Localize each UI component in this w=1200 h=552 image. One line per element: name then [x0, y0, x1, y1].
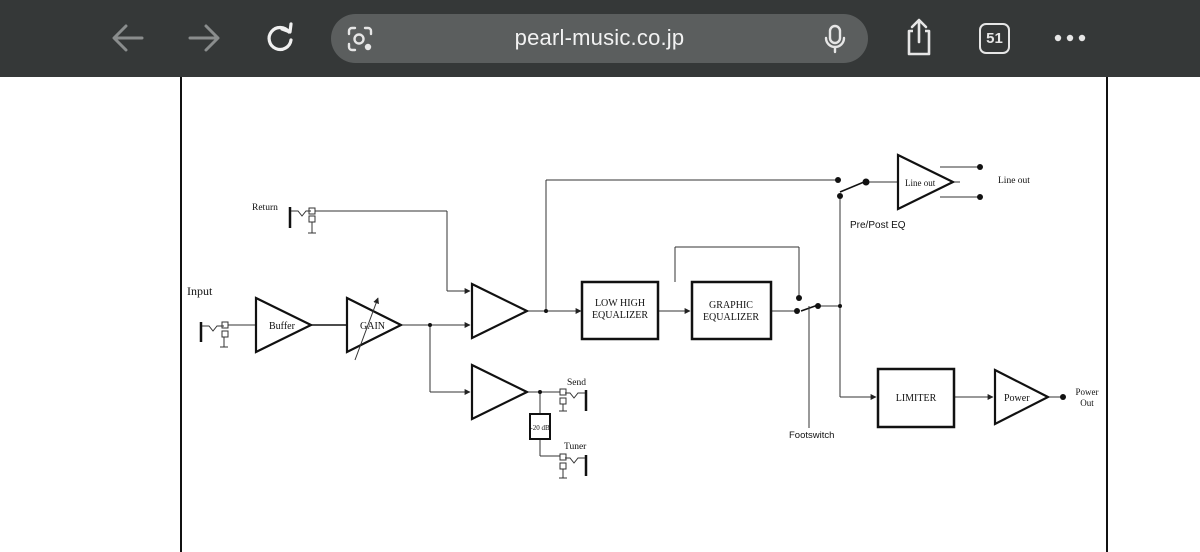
browser-toolbar: pearl-music.co.jp 51 [0, 0, 1200, 77]
gain-amp: GAIN [345, 296, 404, 361]
footswitch-label: Footswitch [789, 430, 834, 441]
buffer-amp: Buffer [254, 296, 314, 354]
limiter-block: LIMITER [876, 367, 956, 429]
reload-button[interactable] [260, 18, 300, 58]
svg-text:EQUALIZER: EQUALIZER [592, 310, 648, 321]
more-button[interactable] [1050, 18, 1090, 58]
send-label: Send [567, 378, 586, 388]
forward-arrow-icon [188, 24, 220, 52]
microphone-icon[interactable] [823, 24, 847, 54]
svg-text:Buffer: Buffer [269, 321, 296, 332]
line-out-terminal-1 [977, 164, 983, 170]
svg-text:Power: Power [1004, 393, 1030, 404]
input-jack-icon [199, 321, 229, 348]
power-out-label-line1: Power [1076, 387, 1099, 397]
tuner-jack-icon [559, 453, 588, 479]
tuner-label: Tuner [564, 442, 587, 452]
power-out-label-line2: Out [1080, 398, 1094, 408]
url-text[interactable]: pearl-music.co.jp [514, 25, 685, 50]
power-amp: Power [993, 368, 1051, 426]
line-out-label: Line out [998, 176, 1030, 186]
line-out-amp: Line out [896, 153, 956, 211]
tab-count-button[interactable]: 51 [979, 23, 1010, 54]
attenuator-block: -20 dB [529, 413, 551, 440]
graphic-equalizer-block: GRAPHIC EQUALIZER [690, 280, 773, 341]
pre-post-eq-label: Pre/Post EQ [850, 220, 906, 231]
power-out-terminal [1060, 394, 1066, 400]
camera-search-icon[interactable] [346, 25, 374, 53]
address-bar[interactable]: pearl-music.co.jp [331, 14, 868, 63]
svg-text:LOW HIGH: LOW HIGH [595, 298, 645, 309]
signal-block-diagram: Buffer GAIN LOW HIGH EQUALIZER GRAPHIC E… [180, 77, 1108, 552]
svg-text:Line out: Line out [905, 178, 936, 188]
back-button[interactable] [108, 18, 148, 58]
mix-amp [470, 282, 530, 340]
forward-button[interactable] [184, 18, 224, 58]
input-label: Input [187, 284, 213, 298]
send-jack-icon [559, 388, 588, 412]
svg-text:-20 dB: -20 dB [530, 424, 550, 432]
share-icon [907, 18, 931, 56]
svg-text:EQUALIZER: EQUALIZER [703, 312, 759, 323]
more-dots-icon [1054, 34, 1086, 42]
reload-icon [267, 22, 293, 52]
back-arrow-icon [112, 24, 144, 52]
page-content: Buffer GAIN LOW HIGH EQUALIZER GRAPHIC E… [0, 77, 1200, 552]
return-label: Return [252, 203, 278, 213]
share-button[interactable] [899, 17, 939, 57]
line-out-terminal-2 [977, 194, 983, 200]
low-high-equalizer-block: LOW HIGH EQUALIZER [580, 280, 660, 341]
svg-text:GRAPHIC: GRAPHIC [709, 300, 753, 311]
send-amp [470, 363, 530, 421]
svg-text:GAIN: GAIN [360, 321, 385, 332]
return-jack-icon [288, 207, 316, 234]
svg-text:LIMITER: LIMITER [896, 393, 937, 404]
